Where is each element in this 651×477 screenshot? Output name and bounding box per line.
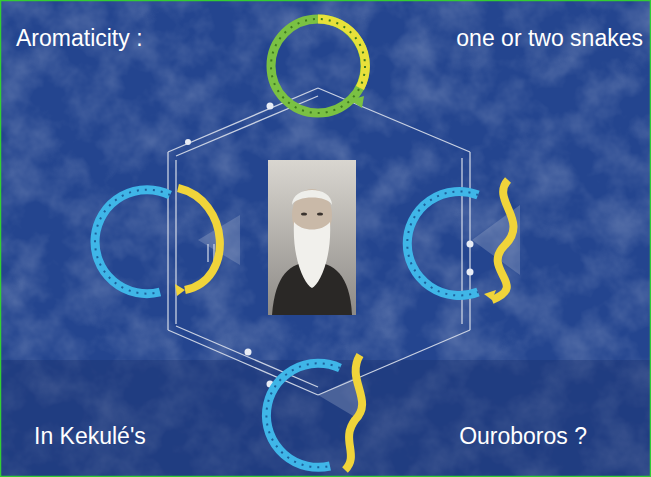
snakes-left xyxy=(95,188,220,296)
snakes-bottom xyxy=(266,355,362,470)
caption-text: Aromaticity : xyxy=(16,26,143,51)
portrait xyxy=(268,160,356,315)
caption-text: one or two snakes xyxy=(456,26,643,51)
electron-dots xyxy=(185,103,474,388)
caption-text: In Kekulé's xyxy=(34,424,146,449)
hexagon-bonds xyxy=(168,88,470,395)
caption-text: Ouroboros ? xyxy=(459,424,587,449)
ouroboros-top xyxy=(271,19,365,113)
shade xyxy=(0,360,651,477)
snakes-right xyxy=(407,180,513,300)
